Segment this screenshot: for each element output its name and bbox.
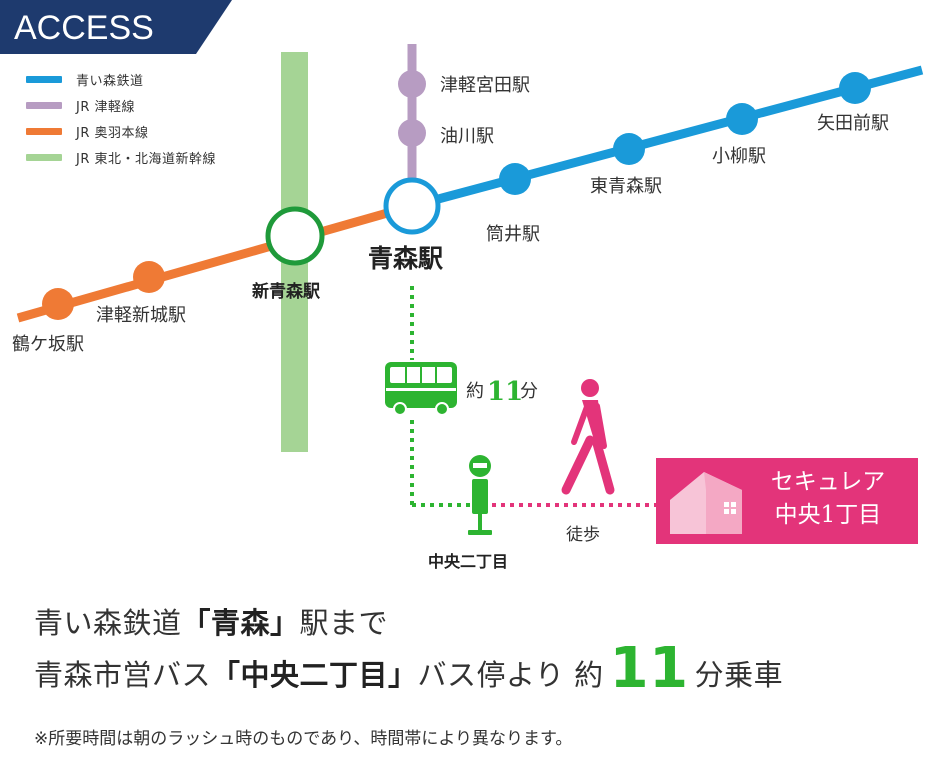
destination-label: セキュレア 中央1丁目 <box>748 466 908 532</box>
legend-label-ou: JR 奥羽本線 <box>76 125 149 141</box>
info-line2-d: 分乗車 <box>694 658 784 692</box>
legend: 青い森鉄道 JR 津軽線 JR 奥羽本線 JR 東北・北海道新幹線 <box>26 66 216 170</box>
station-dot-koyanagi <box>726 103 758 135</box>
info-line1-a: 青い森鉄道 <box>34 606 182 640</box>
bus-time-prefix: 約 <box>466 381 484 402</box>
aoimori-line <box>410 65 924 211</box>
legend-label-aoimori: 青い森鉄道 <box>76 73 144 89</box>
station-dot-tsugaru-miyata <box>398 70 426 98</box>
station-label-yadamae: 矢田前駅 <box>817 113 889 134</box>
station-label-tsugaru-shinjo: 津軽新城駅 <box>96 305 186 326</box>
building-icon <box>670 472 742 534</box>
bus-time-suffix: 分 <box>520 381 538 402</box>
station-label-tsugaru-miyata: 津軽宮田駅 <box>440 75 530 96</box>
station-label-tsutsui: 筒井駅 <box>486 224 540 245</box>
bus-stop-label: 中央二丁目 <box>428 552 508 571</box>
bus-time-minutes: 11 <box>487 377 523 407</box>
station-label-tsurugasaka: 鶴ケ坂駅 <box>12 334 84 355</box>
station-dot-aburakawa <box>398 119 426 147</box>
legend-swatch-shinkansen <box>26 153 62 161</box>
info-line1-b: 「青森」 <box>181 606 300 640</box>
ou-line <box>16 201 414 323</box>
station-label-koyanagi: 小柳駅 <box>712 146 766 167</box>
destination-line2: 中央1丁目 <box>774 502 882 528</box>
legend-swatch-tsugaru <box>26 101 62 109</box>
bus-stop-icon <box>468 455 492 535</box>
legend-item-aoimori: 青い森鉄道 <box>26 66 216 92</box>
station-label-aburakawa: 油川駅 <box>440 126 494 147</box>
walk-label: 徒歩 <box>566 525 600 545</box>
legend-swatch-aoimori <box>26 75 62 83</box>
legend-item-shinkansen: JR 東北・北海道新幹線 <box>26 144 216 170</box>
station-dot-shin-aomori <box>265 206 325 266</box>
info-line1-c: 駅まで <box>299 606 389 640</box>
info-line-1: 青い森鉄道「青森」駅まで <box>34 600 388 642</box>
legend-item-tsugaru: JR 津軽線 <box>26 92 216 118</box>
info-line2-a: 青森市営バス <box>34 658 212 692</box>
legend-item-ou: JR 奥羽本線 <box>26 118 216 144</box>
legend-label-tsugaru: JR 津軽線 <box>76 99 135 115</box>
info-line2-c: バス停より 約 <box>417 658 604 692</box>
info-line2-num: 11 <box>609 636 689 701</box>
station-label-higashi-aomori: 東青森駅 <box>590 176 662 197</box>
station-dot-tsugaru-shinjo <box>133 261 165 293</box>
station-dot-higashi-aomori <box>613 133 645 165</box>
station-label-shin-aomori: 新青森駅 <box>252 281 321 302</box>
station-dot-aomori <box>383 177 441 235</box>
bus-icon <box>385 362 457 416</box>
footnote: ※所要時間は朝のラッシュ時のものであり、時間帯により異なります。 <box>34 729 573 749</box>
station-label-aomori: 青森駅 <box>368 244 443 273</box>
access-title: ACCESS <box>14 9 154 47</box>
access-banner: ACCESS <box>0 0 232 54</box>
railway-map: 矢田前駅 小柳駅 東青森駅 筒井駅 津軽宮田駅 油川駅 青森駅 新青森駅 津軽新… <box>12 44 924 571</box>
legend-swatch-ou <box>26 127 62 135</box>
station-dot-yadamae <box>839 72 871 104</box>
legend-label-shinkansen: JR 東北・北海道新幹線 <box>76 151 216 167</box>
station-dot-tsurugasaka <box>42 288 74 320</box>
destination-line1: セキュレア <box>770 469 886 495</box>
station-dot-tsutsui <box>499 163 531 195</box>
info-line2-b: 「中央二丁目」 <box>211 658 418 692</box>
walking-person-icon <box>561 379 615 495</box>
